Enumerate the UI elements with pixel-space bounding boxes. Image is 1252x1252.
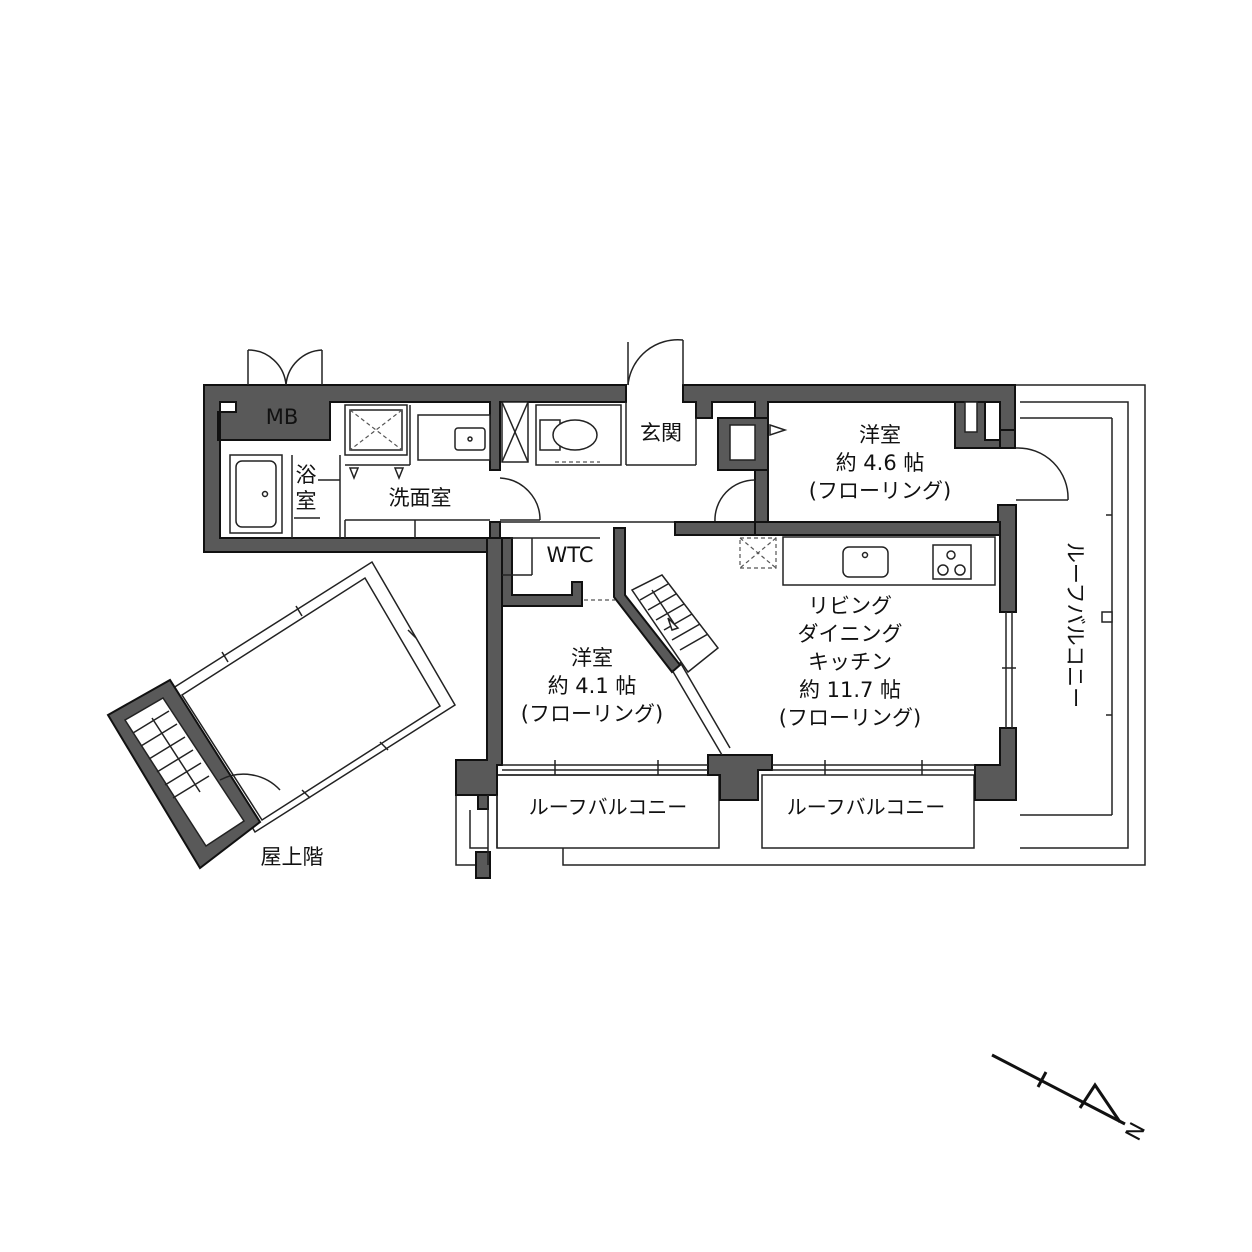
label-ldk-floor: (フローリング) [779,706,921,730]
roof-balcony-bottom [455,774,975,866]
label-ldk-2: ダイニング [798,622,903,646]
label-washroom: 洗面室 [389,486,452,510]
label-bath-2: 室 [296,489,317,513]
compass-label: N [1121,1119,1151,1145]
label-rooftop: 屋上階 [261,845,324,869]
interior-fixtures [229,338,1069,865]
rooftop-level [106,560,457,870]
label-mb: MB [266,405,299,429]
label-bath-1: 浴 [296,463,317,487]
label-roof-balcony-bottom-1: ルーフバルコニー [529,795,687,819]
label-wtc: WTC [546,543,593,567]
label-western2-size: 約 4.1 帖 [548,674,637,698]
label-ldk-size: 約 11.7 帖 [799,678,901,702]
compass-north-arrow: N [991,1053,1151,1145]
label-ldk-3: キッチン [808,650,892,674]
staircase [630,574,720,674]
label-western2-floor: (フローリング) [521,702,663,726]
rooftop-stairs [132,710,210,799]
label-western1-name: 洋室 [859,423,901,447]
label-western1-floor: (フローリング) [809,479,951,503]
label-western1-size: 約 4.6 帖 [836,451,925,475]
roof-balcony-right [562,384,1146,866]
label-western2-name: 洋室 [571,646,613,670]
exterior-walls [203,384,1017,879]
label-roof-balcony-right: ルーフバルコニー [1063,542,1087,708]
label-roof-balcony-bottom-2: ルーフバルコニー [787,795,945,819]
label-entrance: 玄関 [640,421,682,445]
label-ldk-1: リビング [808,594,892,618]
